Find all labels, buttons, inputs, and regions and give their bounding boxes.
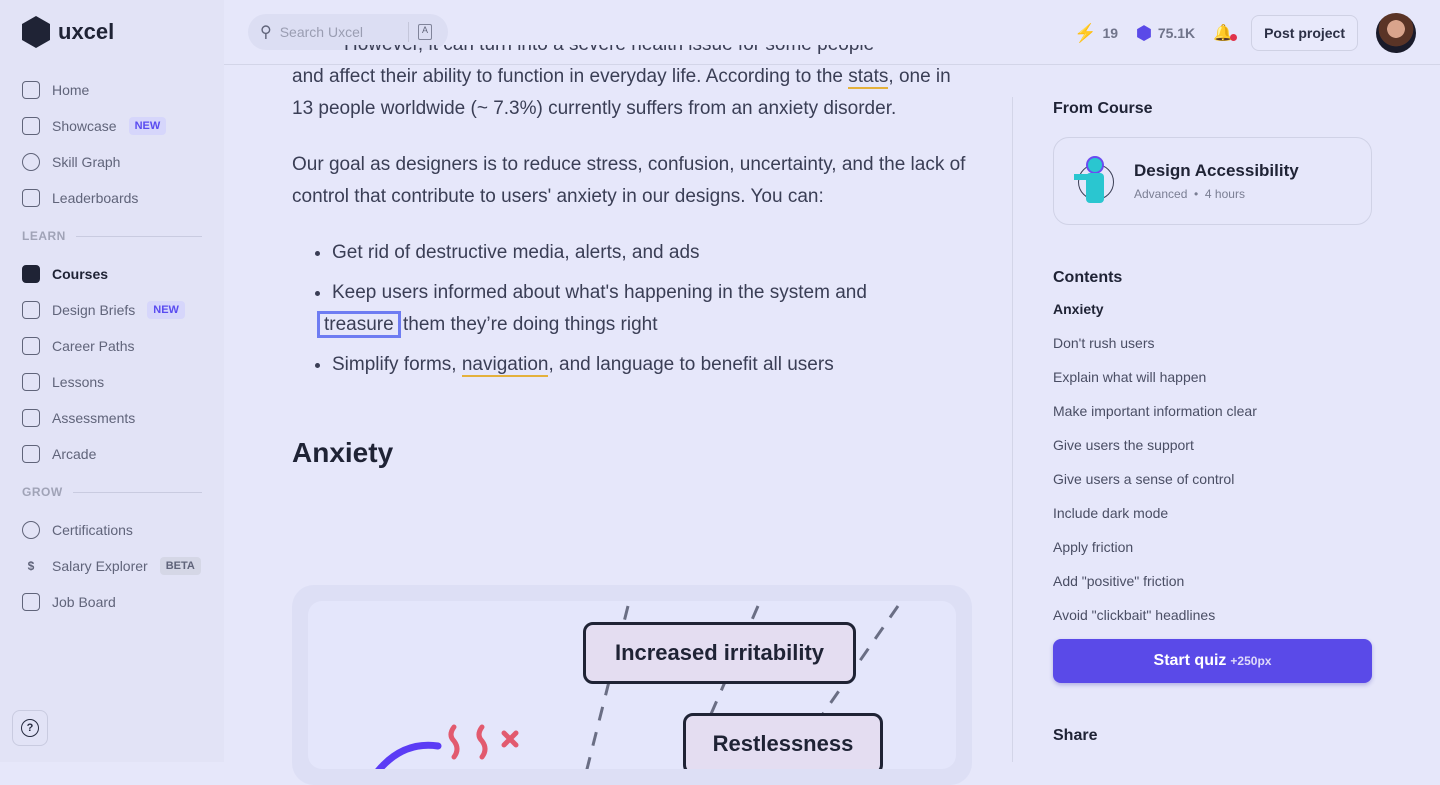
section-learn: LEARN — [22, 216, 202, 256]
section-heading: Anxiety — [292, 437, 394, 468]
bullet-list: Get rid of destructive media, alerts, an… — [317, 237, 972, 381]
search-input[interactable]: ⚲ Search Uxcel A — [248, 14, 448, 50]
table-of-contents: Anxiety Don't rush users Explain what wi… — [1053, 301, 1372, 641]
new-badge: NEW — [128, 117, 167, 135]
notifications-button[interactable]: 🔔 — [1213, 23, 1238, 43]
sidebar-item-job-board[interactable]: Job Board — [22, 584, 202, 620]
logo-icon — [22, 16, 50, 48]
beta-badge: BETA — [159, 557, 201, 575]
book-icon — [22, 373, 40, 391]
toc-item[interactable]: Add "positive" friction — [1053, 573, 1185, 589]
hexagon-icon: ⬢ — [1136, 22, 1152, 43]
help-button[interactable]: ? — [12, 710, 48, 746]
toc-item[interactable]: Give users the support — [1053, 437, 1194, 453]
avatar[interactable] — [1376, 13, 1416, 53]
sidebar-item-leaderboards[interactable]: Leaderboards — [22, 180, 202, 216]
sidebar-item-arcade[interactable]: Arcade — [22, 436, 202, 472]
toc-item[interactable]: Apply friction — [1053, 539, 1134, 555]
sidebar-item-certifications[interactable]: Certifications — [22, 512, 202, 548]
toc-item[interactable]: Anxiety — [1053, 301, 1104, 317]
sidebar-item-home[interactable]: Home — [22, 72, 202, 108]
graduation-cap-icon — [22, 265, 40, 283]
from-course-heading: From Course — [1053, 100, 1153, 117]
toc-item[interactable]: Make important information clear — [1053, 403, 1257, 419]
pencil-ruler-icon — [22, 301, 40, 319]
highlighted-word[interactable]: treasure — [317, 311, 401, 338]
clipped-text: However, it can turn into a severe healt… — [292, 45, 874, 55]
arc-shape — [375, 741, 442, 769]
course-duration: 4 hours — [1204, 187, 1245, 201]
briefcase-icon — [22, 593, 40, 611]
toc-item[interactable]: Explain what will happen — [1053, 369, 1207, 385]
notification-dot — [1230, 34, 1238, 41]
checklist-icon — [22, 409, 40, 427]
toc-item[interactable]: Give users a sense of control — [1053, 471, 1235, 487]
restlessness-box: Restlessness — [683, 713, 883, 769]
section-grow: GROW — [22, 472, 202, 512]
start-quiz-button[interactable]: Start quiz+250px — [1053, 639, 1372, 683]
divider — [408, 22, 409, 42]
list-item: Keep users informed about what's happeni… — [317, 277, 972, 341]
paragraph: Our goal as designers is to reduce stres… — [292, 154, 966, 207]
sidebar-item-career-paths[interactable]: Career Paths — [22, 328, 202, 364]
chart-icon — [22, 189, 40, 207]
help-icon: ? — [21, 719, 39, 737]
contents-heading: Contents — [1053, 269, 1123, 286]
toc-item[interactable]: Don't rush users — [1053, 335, 1155, 351]
logo[interactable]: uxcel — [22, 16, 114, 48]
top-bar: ⚲ Search Uxcel A ⚡19 ⬢75.1K 🔔 Post proje… — [224, 0, 1440, 65]
course-title: Design Accessibility — [1134, 161, 1299, 180]
share-heading: Share — [1053, 727, 1098, 744]
sidebar-item-assessments[interactable]: Assessments — [22, 400, 202, 436]
anxiety-illustration: Increased irritability Restlessness — [292, 585, 972, 785]
stats-link[interactable]: stats — [848, 66, 889, 89]
lightning-icon: ⚡ — [1074, 22, 1097, 43]
keyboard-shortcut-icon[interactable]: A — [418, 24, 432, 40]
header-stats: ⚡19 ⬢75.1K 🔔 Post project — [1074, 13, 1416, 53]
column-divider — [1012, 97, 1013, 762]
sidebar-item-lessons[interactable]: Lessons — [22, 364, 202, 400]
right-panel: From Course Design Accessibility Advance… — [1053, 100, 1372, 745]
new-badge: NEW — [147, 301, 185, 319]
streak-counter[interactable]: ⚡19 — [1074, 22, 1119, 43]
sidebar-item-courses[interactable]: Courses — [22, 256, 202, 292]
article: However, it can turn into a severe healt… — [292, 45, 972, 491]
course-level: Advanced — [1134, 187, 1188, 201]
list-item: Simplify forms, navigation, and language… — [332, 349, 972, 381]
joystick-icon — [22, 445, 40, 463]
toc-item[interactable]: Avoid "clickbait" headlines — [1053, 607, 1216, 623]
xp-counter[interactable]: ⬢75.1K — [1136, 22, 1196, 43]
route-icon — [22, 337, 40, 355]
home-icon — [22, 81, 40, 99]
sidebar-item-skill-graph[interactable]: Skill Graph — [22, 144, 202, 180]
award-icon — [22, 521, 40, 539]
dollar-icon: $ — [27, 559, 35, 573]
bell-icon: 🔔 — [1213, 25, 1234, 42]
toc-item[interactable]: Include dark mode — [1053, 505, 1169, 521]
post-project-button[interactable]: Post project — [1251, 15, 1358, 51]
navigation-link[interactable]: navigation — [461, 354, 549, 377]
accessibility-person-icon — [1074, 156, 1118, 206]
list-item: Get rid of destructive media, alerts, an… — [332, 237, 972, 269]
course-card[interactable]: Design Accessibility Advanced • 4 hours — [1053, 137, 1372, 225]
gear-icon — [22, 153, 40, 171]
search-icon: ⚲ — [260, 24, 272, 41]
irritability-box: Increased irritability — [583, 622, 856, 684]
layout-icon — [22, 117, 40, 135]
paragraph: and affect their ability to function in … — [292, 66, 951, 119]
